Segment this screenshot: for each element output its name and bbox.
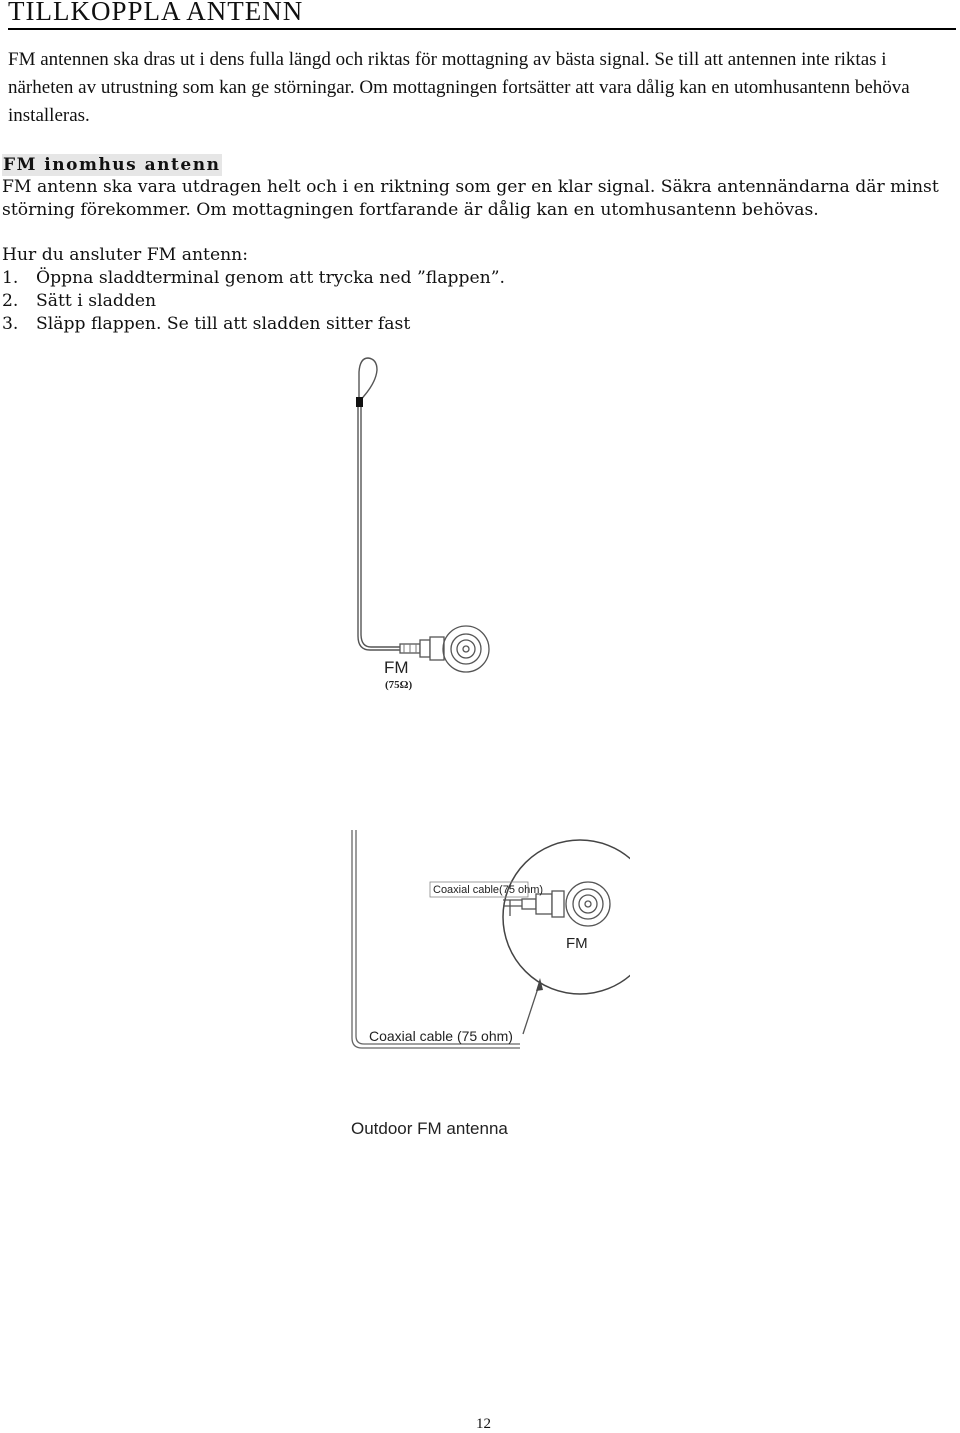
- step-number: 3.: [2, 314, 19, 334]
- cable-label: Coaxial cable (75 ohm): [369, 1028, 513, 1044]
- indoor-antenna-paragraph: FM antenn ska vara utdragen helt och i e…: [2, 177, 939, 220]
- coaxial-cable: [351, 830, 520, 1049]
- impedance-label: (75Ω): [385, 679, 412, 691]
- step-number: 1.: [2, 268, 19, 288]
- fm-socket-icon: [565, 881, 611, 927]
- indoor-antenna-figure: FM (75Ω): [356, 357, 490, 691]
- wire-marker: [356, 397, 363, 407]
- antenna-wire: [357, 404, 400, 651]
- page-number: 12: [476, 1416, 491, 1432]
- fm-terminal-label: FM: [384, 658, 409, 677]
- list-item: 2. Sätt i sladden: [2, 290, 505, 313]
- steps-list: 1. Öppna sladdterminal genom att trycka …: [2, 267, 505, 336]
- step-number: 2.: [2, 291, 19, 311]
- step-text: Sätt i sladden: [36, 291, 157, 311]
- intro-paragraph: FM antennen ska dras ut i dens fulla län…: [8, 49, 910, 126]
- figure-caption: Outdoor FM antenna: [351, 1119, 508, 1138]
- fm-terminal-icon: [442, 625, 490, 673]
- step-text: Släpp flappen. Se till att sladden sitte…: [36, 314, 411, 334]
- inset-cable-label: Coaxial cable(75 ohm): [433, 884, 543, 896]
- outdoor-antenna-figure: Coaxial cable(75 ohm) FM Coaxial cable (…: [351, 830, 630, 1049]
- antenna-loop: [358, 357, 378, 402]
- inset-fm-label: FM: [566, 935, 588, 952]
- howto-label: Hur du ansluter FM antenn:: [2, 245, 249, 265]
- title-divider: [8, 28, 956, 30]
- section-heading-indoor-antenna: FM inomhus antenn: [2, 154, 223, 176]
- page-title: TILLKOPPLA ANTENN: [8, 0, 304, 26]
- list-item: 1. Öppna sladdterminal genom att trycka …: [2, 267, 505, 290]
- step-text: Öppna sladdterminal genom att trycka ned…: [36, 268, 505, 288]
- detail-inset-circle: [502, 839, 630, 995]
- list-item: 3. Släpp flappen. Se till att sladden si…: [2, 313, 505, 336]
